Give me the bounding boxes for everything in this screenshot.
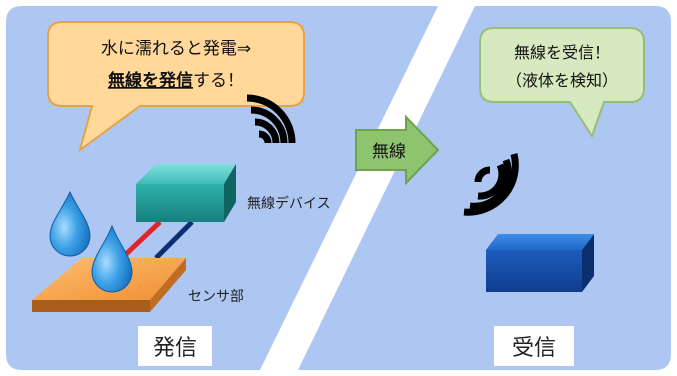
arrow-right-icon: 無線 (355, 114, 440, 186)
transmit-callout: 水に濡れると発電⇒ 無線を発信する！ (47, 21, 305, 153)
receive-footer: 受信 (494, 326, 574, 366)
transmit-callout-rest: する！ (193, 71, 244, 91)
receive-callout-line2: （液体を検知） (506, 71, 618, 90)
water-drop-icon (49, 190, 91, 257)
receiver-device (486, 234, 594, 292)
wireless-device-label: 無線デバイス (247, 195, 331, 212)
wireless-wave-icon (463, 153, 519, 216)
sensor-label: センサ部 (188, 289, 244, 305)
wire-red (122, 220, 162, 258)
wireless-device (136, 164, 236, 222)
svg-text:無線を発信する！: 無線を発信する！ (108, 70, 244, 91)
wireless-wave-icon (246, 94, 296, 144)
transmit-callout-emphasis: 無線を発信 (108, 70, 193, 91)
receive-callout: 無線を受信！ （液体を検知） (479, 27, 645, 139)
receive-footer-label: 受信 (512, 336, 556, 361)
arrow-label: 無線 (372, 142, 406, 162)
receive-callout-line1: 無線を受信！ (514, 43, 610, 62)
transmit-callout-line1: 水に濡れると発電⇒ (101, 39, 251, 59)
transmit-footer: 発信 (138, 326, 212, 366)
transmit-footer-label: 発信 (153, 336, 197, 361)
water-drop-icon (91, 224, 133, 293)
wire-navy (154, 220, 194, 260)
